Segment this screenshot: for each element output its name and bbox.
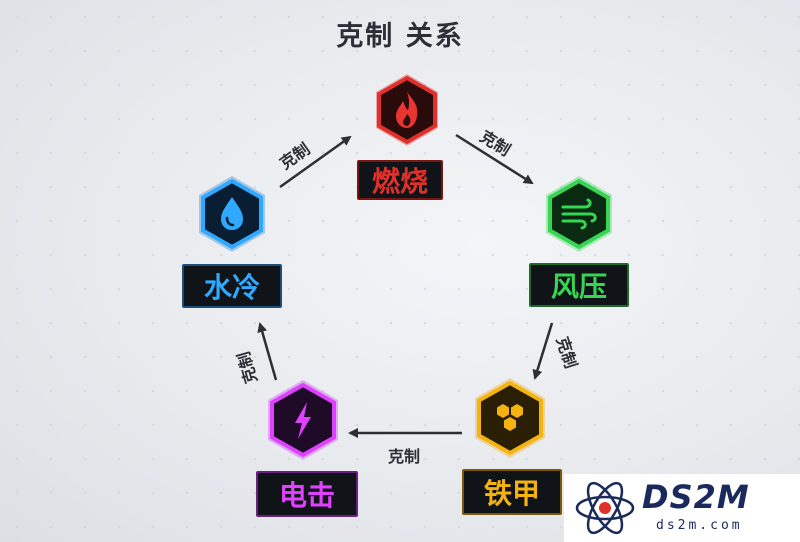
label-wind: 风压 [529,263,629,307]
water-drop-icon [221,197,243,230]
wind-node [546,176,612,252]
lightning-icon [295,402,311,439]
arrow-label-iron-elec: 克制 [388,447,421,466]
watermark-main: DS2M [642,478,750,516]
arrow-wind-to-iron [532,322,554,380]
diagram-title: 克制 关系 [336,21,464,52]
burn-node [376,74,438,146]
wind-icon [561,198,597,230]
watermark-logo: DS2M ds2m.com [564,474,800,542]
elec-node [268,380,338,460]
arrow-elec-to-water [257,322,278,381]
watermark-sub: ds2m.com [656,518,743,533]
label-water: 水冷 [182,264,282,308]
arrow-burn-to-wind [455,133,534,185]
hexagon-cluster-icon [497,404,523,431]
flame-icon [396,92,418,128]
label-burn: 燃烧 [357,160,443,200]
label-elec: 电击 [256,471,358,517]
iron-node [475,378,545,458]
atom-icon [575,481,635,535]
arrow-water-to-burn [279,135,352,189]
water-node [199,176,265,252]
label-iron: 铁甲 [462,469,562,515]
